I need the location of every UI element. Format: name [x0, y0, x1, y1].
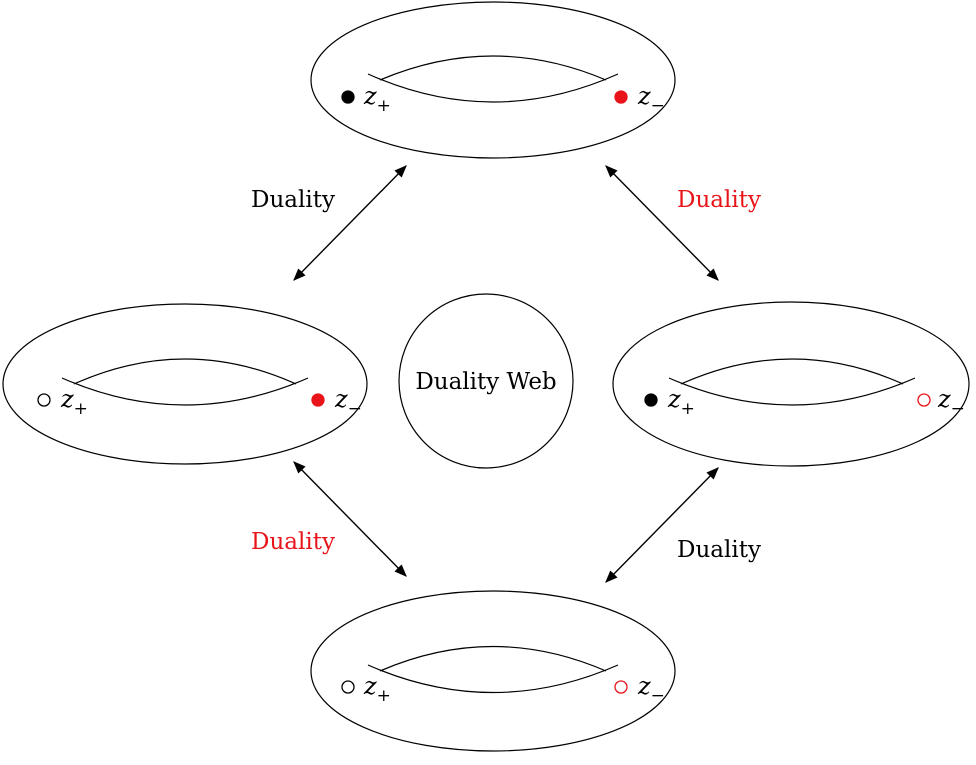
- puncture-right-label: z−: [937, 385, 965, 419]
- puncture-right-label: z−: [334, 385, 362, 419]
- edge-label-right-bottom: Duality: [677, 537, 761, 563]
- puncture-left-label: z+: [363, 672, 391, 706]
- torus-right: z+ z−: [612, 301, 970, 467]
- puncture-right-marker: [311, 393, 325, 407]
- arrow-left-bottom: [293, 461, 407, 577]
- torus-outer: [310, 1, 676, 159]
- torus-left: z+ z−: [2, 303, 368, 465]
- puncture-right-marker: [614, 680, 628, 694]
- puncture-left-label: z+: [667, 385, 695, 419]
- center-label: Duality Web: [415, 369, 556, 395]
- torus-top: z+ z−: [310, 1, 676, 159]
- puncture-left-label: z+: [60, 385, 88, 419]
- torus-hole-lower: [367, 664, 619, 694]
- puncture-right-label: z−: [637, 672, 665, 706]
- edge-label-left-bottom: Duality: [251, 529, 335, 555]
- torus-hole-lower: [61, 377, 309, 406]
- puncture-left-label: z+: [363, 82, 391, 116]
- center-node: Duality Web: [398, 293, 574, 469]
- puncture-right-marker: [917, 393, 931, 407]
- puncture-right-label: z−: [637, 82, 665, 116]
- torus-bottom: z+ z−: [310, 590, 676, 752]
- puncture-left-marker: [644, 393, 658, 407]
- arrow-top-right: [605, 165, 719, 281]
- torus-hole-upper: [73, 358, 297, 385]
- duality-arrows: [293, 165, 719, 583]
- center-circle: [398, 293, 574, 469]
- puncture-right-marker: [614, 90, 628, 104]
- torus-outer: [2, 303, 368, 465]
- edge-label-top-left: Duality: [251, 187, 335, 213]
- torus-outer: [612, 301, 970, 467]
- arrow-right-bottom: [605, 467, 719, 583]
- puncture-left-marker: [341, 90, 355, 104]
- edge-label-top-right: Duality: [677, 187, 761, 213]
- torus-hole-upper: [379, 55, 607, 81]
- torus-hole-upper: [680, 358, 904, 385]
- torus-hole-lower: [668, 377, 916, 406]
- torus-outer: [310, 590, 676, 752]
- puncture-left-marker: [37, 393, 51, 407]
- torus-hole-upper: [379, 645, 607, 672]
- puncture-left-marker: [341, 680, 355, 694]
- torus-hole-lower: [367, 73, 619, 103]
- arrow-top-left: [293, 165, 407, 281]
